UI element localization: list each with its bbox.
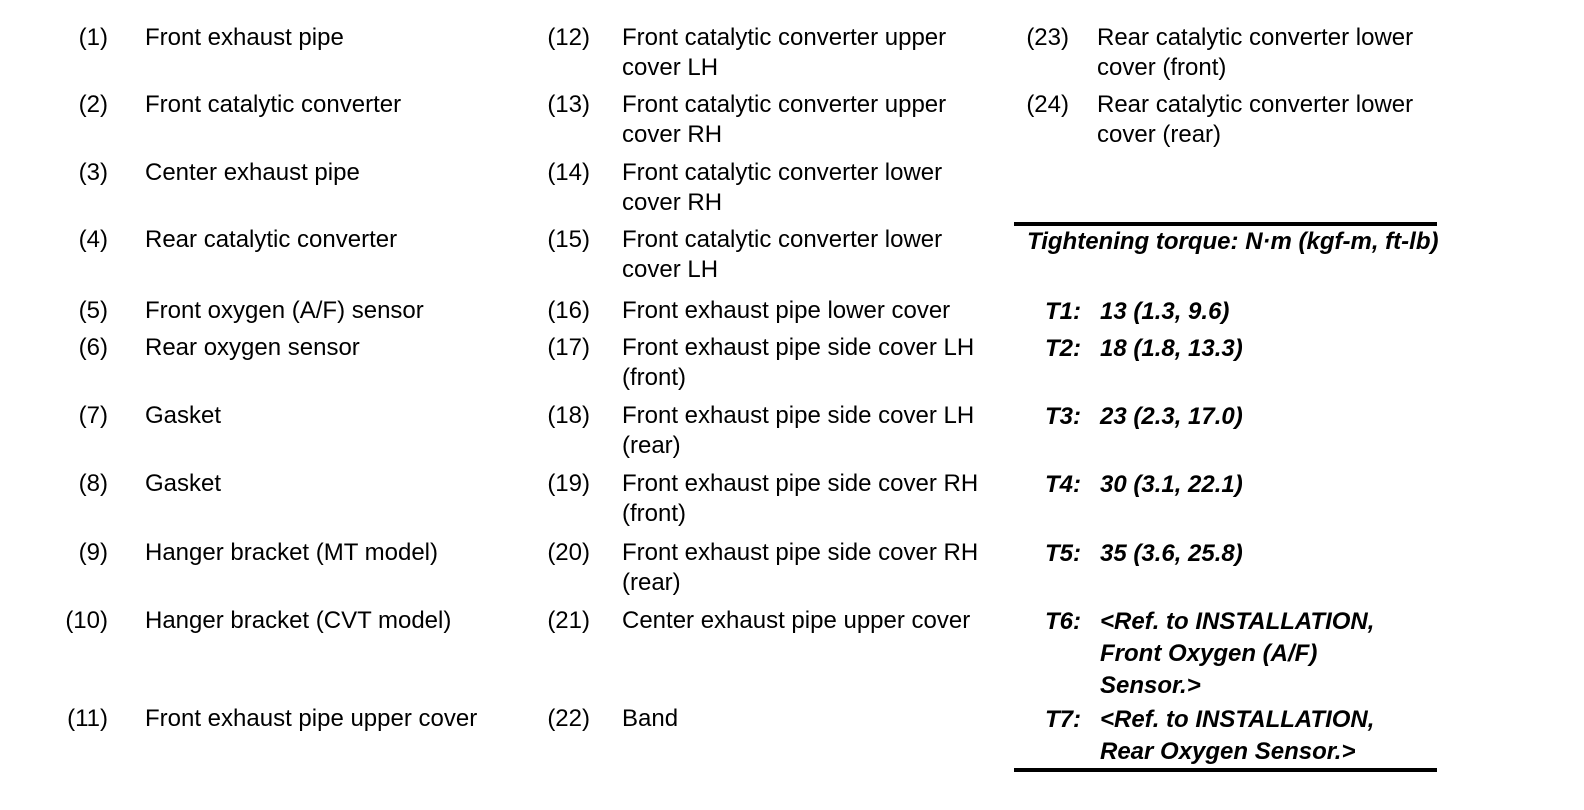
item-number: (21) [547, 607, 590, 634]
legend-item-20: (20) Front exhaust pipe side cover RH (r… [535, 538, 990, 598]
item-number: (17) [547, 334, 590, 361]
item-number: (19) [547, 470, 590, 497]
item-number: (11) [67, 705, 108, 732]
torque-row-t1: T1: 13 (1.3, 9.6) [1045, 296, 1445, 328]
item-number: (20) [547, 539, 590, 566]
torque-id: T3: [1045, 403, 1081, 430]
torque-value: <Ref. to INSTALLATION, Front Oxygen (A/F… [1100, 608, 1375, 699]
item-number: (16) [547, 297, 590, 324]
item-label: Hanger bracket (MT model) [145, 539, 438, 566]
item-label: Front catalytic converter lower cover LH [622, 226, 943, 283]
item-label: Rear catalytic converter lower cover (fr… [1097, 24, 1414, 81]
legend-item-8: (8) Gasket [60, 469, 513, 499]
item-label: Front exhaust pipe side cover LH (front) [622, 334, 975, 391]
legend-item-9: (9) Hanger bracket (MT model) [60, 538, 513, 568]
item-label: Front exhaust pipe upper cover [145, 705, 478, 732]
legend-item-15: (15) Front catalytic converter lower cov… [535, 225, 990, 285]
legend-item-22: (22) Band [535, 704, 990, 734]
item-number: (24) [1026, 91, 1069, 118]
torque-box-bottom-rule [1014, 768, 1437, 772]
legend-item-23: (23) Rear catalytic converter lower cove… [1014, 23, 1465, 83]
legend-item-18: (18) Front exhaust pipe side cover LH (r… [535, 401, 990, 461]
item-number: (23) [1026, 24, 1069, 51]
item-number: (7) [78, 402, 108, 429]
item-number: (6) [78, 334, 108, 361]
legend-item-7: (7) Gasket [60, 401, 513, 431]
torque-id: T2: [1045, 335, 1081, 362]
legend-item-1: (1) Front exhaust pipe [60, 23, 513, 53]
legend-item-24: (24) Rear catalytic converter lower cove… [1014, 90, 1465, 150]
item-number: (1) [78, 24, 108, 51]
legend-item-19: (19) Front exhaust pipe side cover RH (f… [535, 469, 990, 529]
legend-item-12: (12) Front catalytic converter upper cov… [535, 23, 990, 83]
item-number: (3) [78, 159, 108, 186]
torque-id: T5: [1045, 540, 1081, 567]
item-number: (10) [65, 607, 108, 634]
torque-id: T1: [1045, 298, 1081, 325]
item-number: (8) [78, 470, 108, 497]
item-label: Gasket [145, 470, 222, 497]
legend-item-5: (5) Front oxygen (A/F) sensor [60, 296, 513, 326]
legend-item-2: (2) Front catalytic converter [60, 90, 513, 120]
item-label: Center exhaust pipe upper cover [622, 607, 971, 634]
legend-item-3: (3) Center exhaust pipe [60, 158, 513, 188]
item-label: Front catalytic converter lower cover RH [622, 159, 943, 216]
item-label: Front catalytic converter upper cover LH [622, 24, 947, 81]
item-number: (22) [547, 705, 590, 732]
item-label: Front exhaust pipe side cover RH (rear) [622, 539, 979, 596]
item-number: (4) [78, 226, 108, 253]
item-number: (5) [78, 297, 108, 324]
torque-value: 35 (3.6, 25.8) [1100, 540, 1243, 567]
legend-item-17: (17) Front exhaust pipe side cover LH (f… [535, 333, 990, 393]
item-label: Rear oxygen sensor [145, 334, 360, 361]
torque-id: T7: [1045, 706, 1081, 733]
torque-value: 30 (3.1, 22.1) [1100, 471, 1243, 498]
legend-item-21: (21) Center exhaust pipe upper cover [535, 606, 990, 636]
item-label: Hanger bracket (CVT model) [145, 607, 452, 634]
item-label: Front catalytic converter [145, 91, 402, 118]
torque-table-header: Tightening torque: N·m (kgf-m, ft-lb) [1027, 228, 1439, 255]
item-label: Front exhaust pipe side cover RH (front) [622, 470, 979, 527]
torque-row-t7: T7: <Ref. to INSTALLATION, Rear Oxygen S… [1045, 704, 1445, 768]
item-label: Front exhaust pipe [145, 24, 344, 51]
item-label: Front exhaust pipe lower cover [622, 297, 951, 324]
item-label: Rear catalytic converter lower cover (re… [1097, 91, 1414, 148]
torque-row-t4: T4: 30 (3.1, 22.1) [1045, 469, 1445, 501]
torque-value: 23 (2.3, 17.0) [1100, 403, 1243, 430]
legend-item-11: (11) Front exhaust pipe upper cover [60, 704, 513, 734]
torque-row-t2: T2: 18 (1.8, 13.3) [1045, 333, 1445, 365]
torque-row-t6: T6: <Ref. to INSTALLATION, Front Oxygen … [1045, 606, 1445, 702]
item-label: Gasket [145, 402, 222, 429]
legend-item-16: (16) Front exhaust pipe lower cover [535, 296, 990, 326]
torque-id: T6: [1045, 608, 1081, 635]
legend-item-14: (14) Front catalytic converter lower cov… [535, 158, 990, 218]
legend-item-10: (10) Hanger bracket (CVT model) [60, 606, 513, 636]
item-label: Center exhaust pipe [145, 159, 360, 186]
legend-item-13: (13) Front catalytic converter upper cov… [535, 90, 990, 150]
item-number: (14) [547, 159, 590, 186]
torque-row-t3: T3: 23 (2.3, 17.0) [1045, 401, 1445, 433]
torque-id: T4: [1045, 471, 1081, 498]
legend-item-4: (4) Rear catalytic converter [60, 225, 513, 255]
item-number: (18) [547, 402, 590, 429]
item-number: (12) [547, 24, 590, 51]
legend-item-6: (6) Rear oxygen sensor [60, 333, 513, 363]
item-label: Front exhaust pipe side cover LH (rear) [622, 402, 975, 459]
torque-value: 13 (1.3, 9.6) [1100, 298, 1230, 325]
item-label: Rear catalytic converter [145, 226, 398, 253]
item-number: (15) [547, 226, 590, 253]
item-label: Front catalytic converter upper cover RH [622, 91, 947, 148]
torque-value: 18 (1.8, 13.3) [1100, 335, 1243, 362]
item-number: (2) [78, 91, 108, 118]
torque-value: <Ref. to INSTALLATION, Rear Oxygen Senso… [1100, 706, 1375, 765]
item-label: Band [622, 705, 679, 732]
torque-row-t5: T5: 35 (3.6, 25.8) [1045, 538, 1445, 570]
torque-box-top-rule [1014, 222, 1437, 226]
item-label: Front oxygen (A/F) sensor [145, 297, 424, 324]
item-number: (9) [78, 539, 108, 566]
item-number: (13) [547, 91, 590, 118]
